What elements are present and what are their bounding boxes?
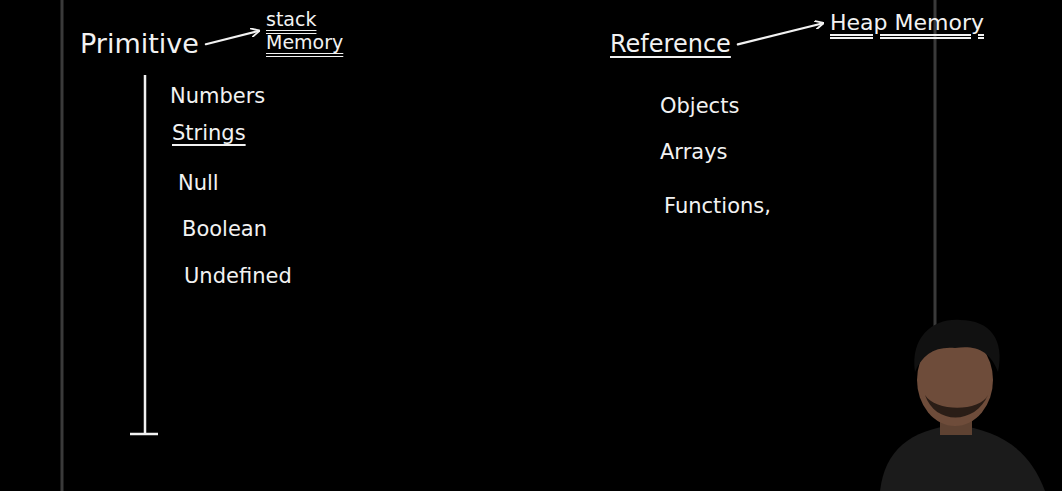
- heading-text: Primitive: [80, 28, 199, 60]
- heading-node: Heap Memory: [826, 8, 988, 38]
- list-bracket: [144, 75, 147, 435]
- list-item: Functions,: [664, 194, 771, 219]
- frame-edge: [934, 0, 937, 330]
- frame-edge: [61, 0, 64, 491]
- list-item: Null: [178, 171, 219, 196]
- list-item: Numbers: [170, 84, 265, 109]
- list-item: Strings: [172, 121, 246, 146]
- heading-node: Reference: [606, 28, 735, 61]
- heading-text: Heap Memory: [830, 10, 984, 36]
- list-item: Undefined: [184, 264, 292, 289]
- heading-text: Reference: [610, 30, 731, 59]
- arrow-connector: [206, 31, 259, 44]
- heading-node: Primitive: [76, 26, 203, 62]
- presenter: [880, 320, 1045, 491]
- heading-text: stack Memory: [266, 8, 358, 54]
- list-item: Arrays: [660, 140, 728, 165]
- list-bracket: [130, 433, 158, 436]
- list-item: Objects: [660, 94, 739, 119]
- list-item: Boolean: [182, 217, 267, 242]
- arrow-connector: [738, 23, 823, 44]
- heading-node: stack Memory: [262, 6, 362, 56]
